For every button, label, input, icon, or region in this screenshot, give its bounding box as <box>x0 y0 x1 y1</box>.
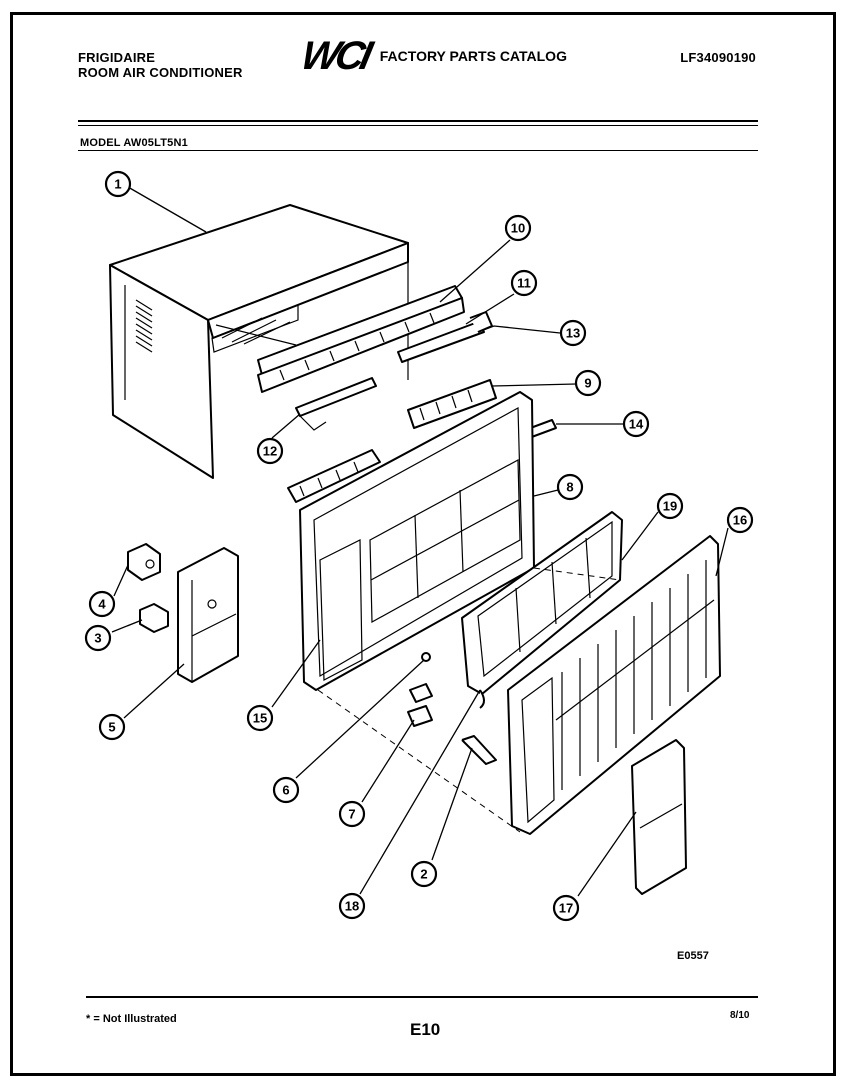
header-rule-top <box>78 120 758 122</box>
brand-block: FRIGIDAIRE ROOM AIR CONDITIONER <box>78 50 243 80</box>
callout-7: 7 <box>338 800 366 828</box>
callout-16: 16 <box>726 506 754 534</box>
catalog-header: WCI FACTORY PARTS CATALOG <box>297 34 567 78</box>
svg-text:2: 2 <box>420 867 427 882</box>
footer-note: * = Not Illustrated <box>86 1013 177 1025</box>
callout-8: 8 <box>556 473 584 501</box>
callout-2: 2 <box>410 860 438 888</box>
svg-text:18: 18 <box>345 899 359 914</box>
brand-name: FRIGIDAIRE <box>78 50 156 65</box>
svg-text:8: 8 <box>566 480 573 495</box>
svg-text:9: 9 <box>584 376 591 391</box>
figure-code: E0557 <box>677 950 709 962</box>
svg-text:19: 19 <box>663 499 677 514</box>
callout-9: 9 <box>574 369 602 397</box>
part-front-grille <box>507 535 721 835</box>
header-rule-bottom <box>78 150 758 151</box>
callout-3: 3 <box>84 624 112 652</box>
callout-17: 17 <box>552 894 580 922</box>
svg-text:7: 7 <box>348 807 355 822</box>
part-lower-rail <box>397 311 493 363</box>
svg-text:1: 1 <box>114 177 121 192</box>
callout-18: 18 <box>338 892 366 920</box>
page-number: E10 <box>410 1020 441 1039</box>
part-hook <box>479 689 485 709</box>
callout-14: 14 <box>622 410 650 438</box>
part-knob <box>127 543 161 581</box>
callout-1: 1 <box>104 170 132 198</box>
catalog-part-number: LF34090190 <box>680 50 756 65</box>
callout-4: 4 <box>88 590 116 618</box>
part-upper-rail <box>257 285 465 393</box>
revision-date: 8/10 <box>730 1010 750 1021</box>
footer-rule <box>86 996 758 998</box>
callout-13: 13 <box>559 319 587 347</box>
callout-12: 12 <box>256 437 284 465</box>
svg-text:15: 15 <box>253 711 267 726</box>
svg-text:5: 5 <box>108 720 115 735</box>
part-small-knob <box>139 603 169 633</box>
part-control-panel <box>177 547 239 683</box>
svg-text:6: 6 <box>282 783 289 798</box>
callout-11: 11 <box>510 269 538 297</box>
part-bracket-left <box>295 377 377 431</box>
svg-text:3: 3 <box>94 631 101 646</box>
product-line: ROOM AIR CONDITIONER <box>78 65 243 80</box>
leader-lines <box>111 186 729 897</box>
part-louver-left <box>287 449 381 503</box>
header-rule-thin <box>78 125 758 126</box>
callout-15: 15 <box>246 704 274 732</box>
page-border <box>10 12 836 1076</box>
svg-text:17: 17 <box>559 901 573 916</box>
part-filter <box>461 511 623 695</box>
model-label: MODEL AW05LT5N1 <box>80 137 188 149</box>
part-cabinet <box>109 204 409 479</box>
svg-text:13: 13 <box>566 326 580 341</box>
part-louver-right <box>407 379 497 429</box>
callout-19: 19 <box>656 492 684 520</box>
callout-5: 5 <box>98 713 126 741</box>
svg-text:4: 4 <box>98 597 106 612</box>
part-access-door <box>631 739 687 895</box>
catalog-title: FACTORY PARTS CATALOG <box>379 48 567 64</box>
part-latch <box>461 735 497 765</box>
svg-text:11: 11 <box>517 276 531 291</box>
svg-text:10: 10 <box>511 221 525 236</box>
callout-6: 6 <box>272 776 300 804</box>
callout-10: 10 <box>504 214 532 242</box>
part-clips <box>407 683 433 727</box>
svg-text:16: 16 <box>733 513 747 528</box>
svg-text:14: 14 <box>629 417 644 432</box>
part-screw <box>421 652 431 662</box>
svg-text:12: 12 <box>263 444 277 459</box>
